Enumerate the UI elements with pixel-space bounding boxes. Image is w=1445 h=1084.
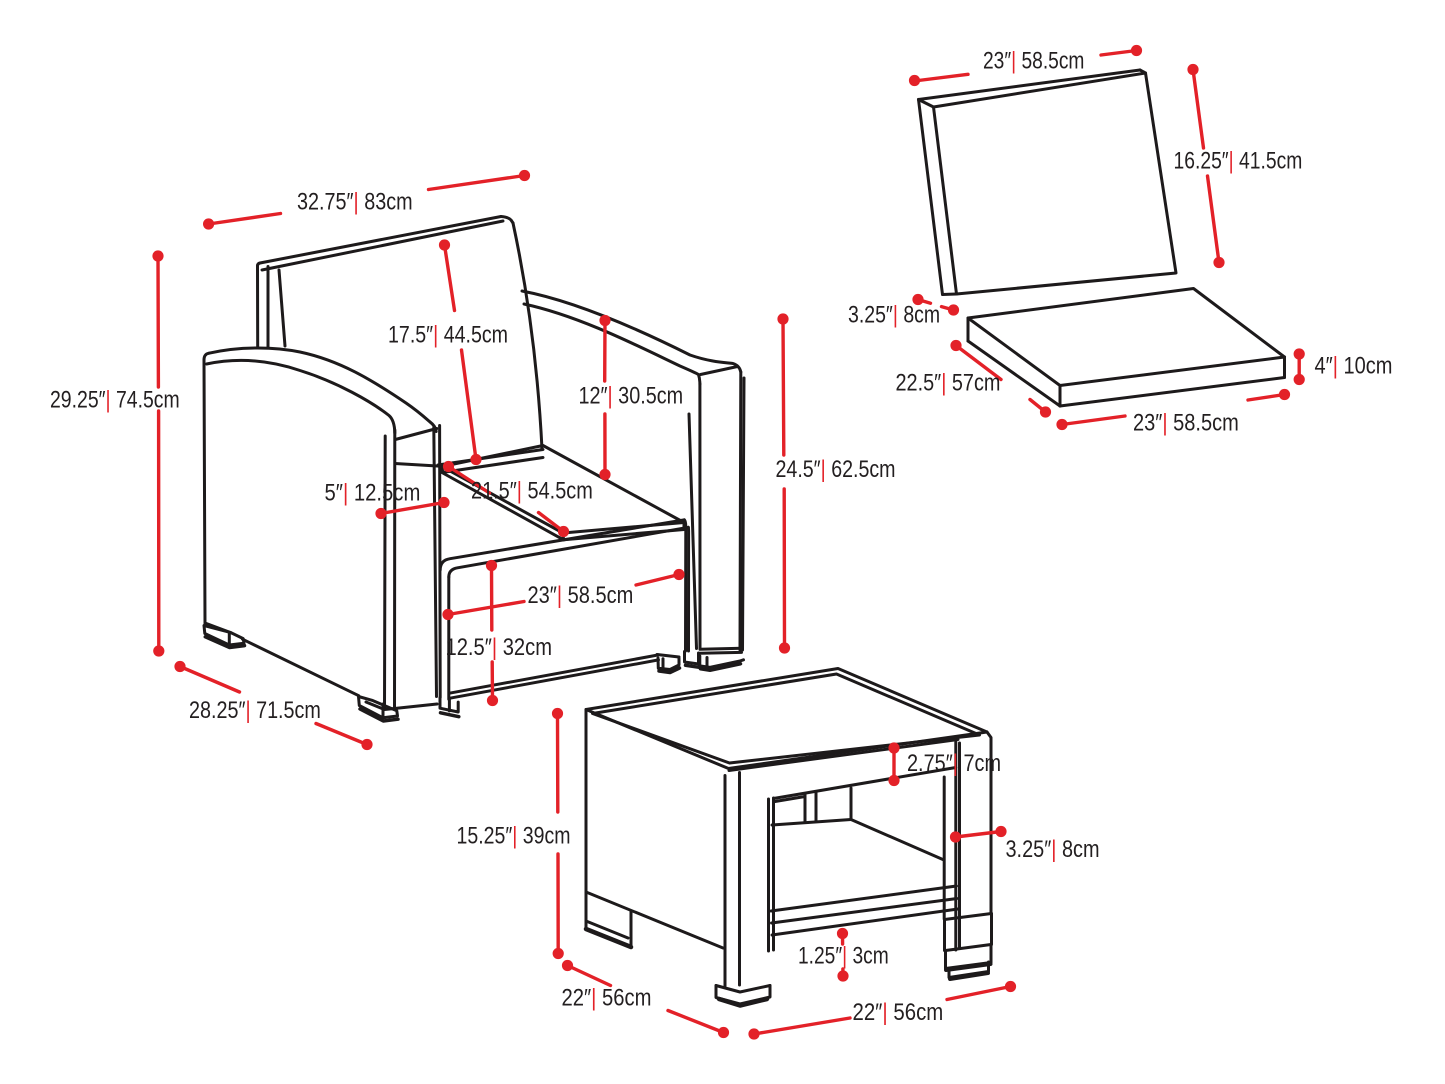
svg-text:29.25″| 74.5cm: 29.25″| 74.5cm	[50, 386, 180, 413]
svg-text:5″| 12.5cm: 5″| 12.5cm	[325, 479, 421, 506]
svg-text:23″| 58.5cm: 23″| 58.5cm	[1133, 409, 1239, 436]
svg-text:3.25″| 8cm: 3.25″| 8cm	[1006, 835, 1100, 862]
svg-text:15.25″| 39cm: 15.25″| 39cm	[457, 822, 571, 849]
svg-text:12″| 30.5cm: 12″| 30.5cm	[579, 382, 684, 409]
svg-text:24.5″| 62.5cm: 24.5″| 62.5cm	[776, 455, 896, 482]
svg-text:17.5″| 44.5cm: 17.5″| 44.5cm	[388, 321, 508, 348]
svg-text:21.5″| 54.5cm: 21.5″| 54.5cm	[471, 477, 593, 504]
svg-text:23″| 58.5cm: 23″| 58.5cm	[983, 46, 1084, 74]
svg-text:1.25″| 3cm: 1.25″| 3cm	[798, 941, 889, 969]
svg-text:28.25″| 71.5cm: 28.25″| 71.5cm	[189, 696, 321, 723]
svg-text:32.75″| 83cm: 32.75″| 83cm	[297, 188, 413, 215]
svg-text:16.25″| 41.5cm: 16.25″| 41.5cm	[1174, 146, 1303, 174]
svg-text:23″| 58.5cm: 23″| 58.5cm	[528, 581, 634, 608]
svg-text:12.5″| 32cm: 12.5″| 32cm	[446, 633, 552, 660]
svg-text:22.5″| 57cm: 22.5″| 57cm	[896, 369, 1001, 396]
svg-text:3.25″| 8cm: 3.25″| 8cm	[848, 301, 940, 328]
svg-text:2.75″| 7cm: 2.75″| 7cm	[907, 749, 1001, 776]
svg-text:22″| 56cm: 22″| 56cm	[853, 998, 944, 1025]
svg-text:4″| 10cm: 4″| 10cm	[1315, 352, 1393, 379]
svg-text:22″| 56cm: 22″| 56cm	[562, 984, 652, 1011]
